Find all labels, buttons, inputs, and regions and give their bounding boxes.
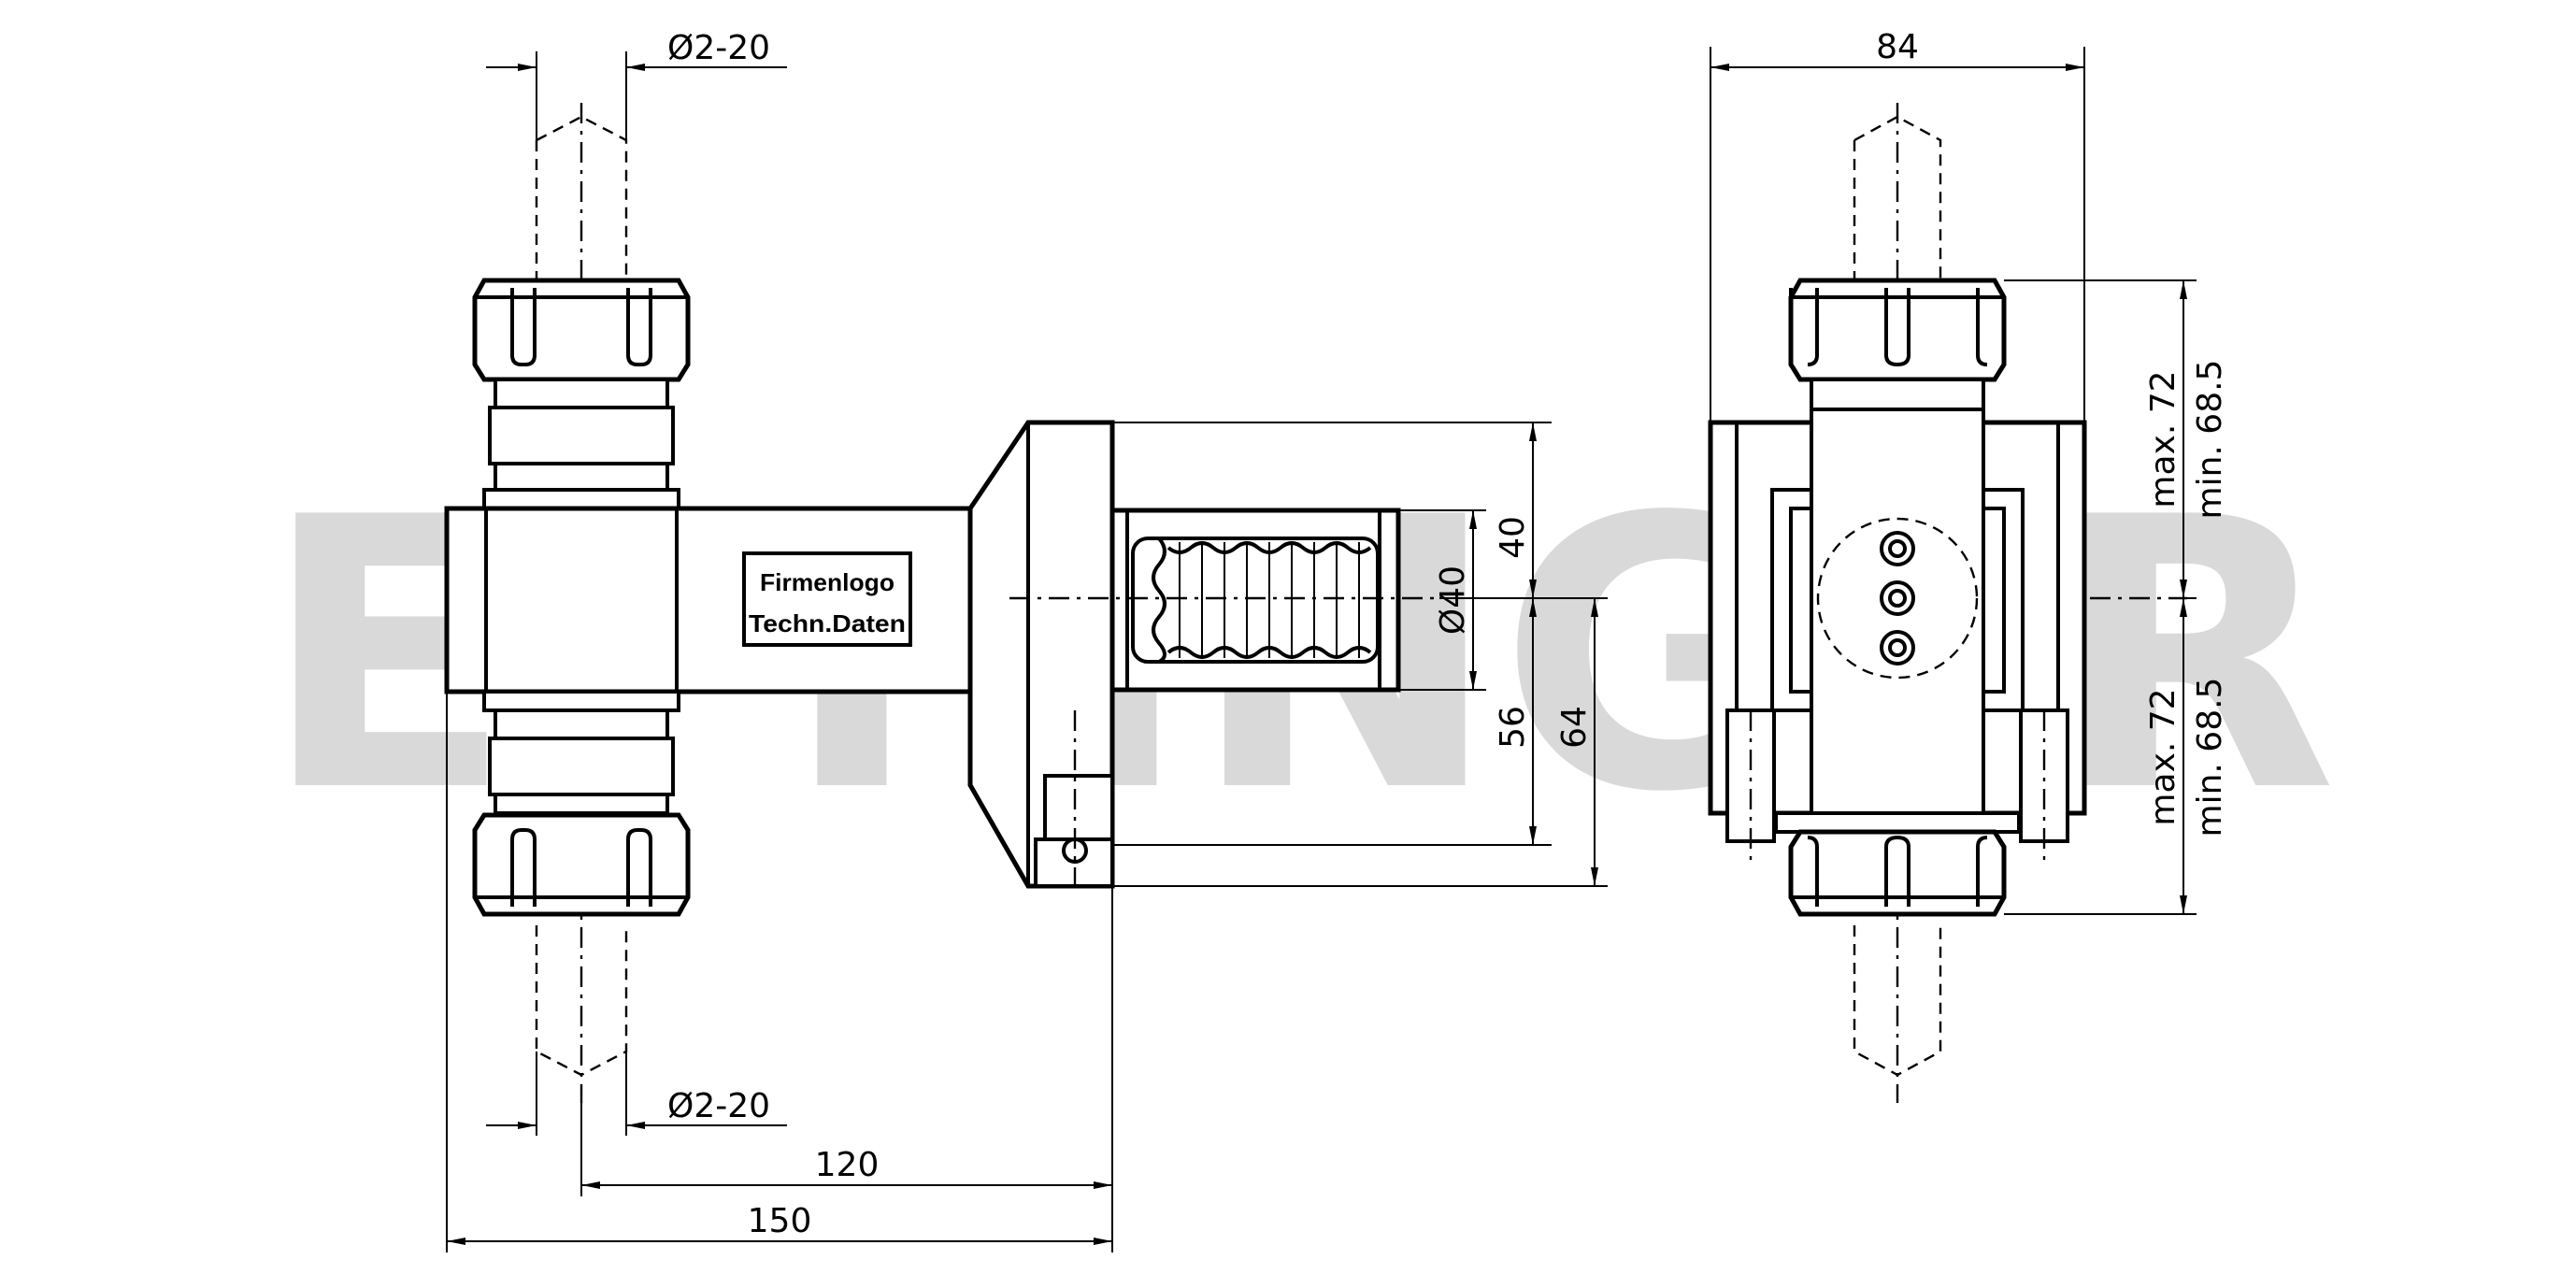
front-collet-nut-top <box>1788 278 2007 411</box>
dim-height-40-text: 40 <box>1494 516 1532 559</box>
dim-stroke-top: max. 72 min. 68.5 <box>2144 280 2229 598</box>
dim-collet-bottom: Ø2-20 <box>486 1052 787 1136</box>
spindle-neck-bottom <box>482 690 680 815</box>
tool-outline-bottom <box>535 925 628 1077</box>
dim-length-150: 150 <box>447 1202 1112 1245</box>
front-tool-outline-top <box>1853 115 1942 279</box>
dim-dia-40-text: Ø40 <box>1434 565 1472 635</box>
dim-dia-40: Ø40 <box>1434 510 1477 690</box>
bolt-holes <box>1880 531 1915 665</box>
dim-collet-bottom-text: Ø2-20 <box>667 1087 770 1125</box>
vdi-shank <box>1109 508 1401 693</box>
label-box-line1: Firmenlogo <box>760 568 894 596</box>
dim-length-150-text: 150 <box>748 1202 812 1240</box>
dim-min-top-text: min. 68.5 <box>2191 360 2229 520</box>
body-bar <box>444 506 973 694</box>
dim-max-top-text: max. 72 <box>2144 370 2182 508</box>
dim-length-120-text: 120 <box>815 1146 880 1184</box>
dim-height-64-text: 64 <box>1555 706 1594 749</box>
side-view: Firmenlogo Techn.Daten Ø2-20 Ø2-20 120 <box>444 29 1608 1252</box>
front-view: 84 max. 72 min. 68.5 max. 72 min. 68.5 <box>1708 28 2229 1103</box>
dim-collet-top: Ø2-20 <box>486 29 787 140</box>
dim-max-bottom-text: max. 72 <box>2144 688 2182 825</box>
label-box: Firmenlogo Techn.Daten <box>742 551 912 647</box>
collet-nut-top <box>472 278 691 382</box>
label-box-line2: Techn.Daten <box>749 609 906 637</box>
collet-nut-bottom <box>472 812 691 917</box>
coolant-nozzle <box>1034 710 1114 888</box>
tool-outline-top <box>535 115 628 279</box>
dim-collet-top-text: Ø2-20 <box>667 29 770 67</box>
front-collet-nut-bottom <box>1774 811 2021 917</box>
dim-stroke-bottom: max. 72 min. 68.5 <box>2144 598 2229 914</box>
dim-height-56-text: 56 <box>1494 706 1532 749</box>
spindle-neck-top <box>482 378 680 510</box>
dim-length-120: 120 <box>581 1146 1112 1189</box>
dim-height-40: 40 <box>1494 422 1537 598</box>
dim-width-84: 84 <box>1710 28 2084 71</box>
front-tool-outline-bottom <box>1853 925 1942 1077</box>
dim-width-84-text: 84 <box>1876 28 1919 66</box>
bolt-circle <box>1816 517 1979 680</box>
dim-min-bottom-text: min. 68.5 <box>2191 678 2229 837</box>
side-bolts <box>1725 708 2069 860</box>
dim-height-64: 64 <box>1555 598 1598 886</box>
dim-height-56: 56 <box>1494 598 1537 845</box>
